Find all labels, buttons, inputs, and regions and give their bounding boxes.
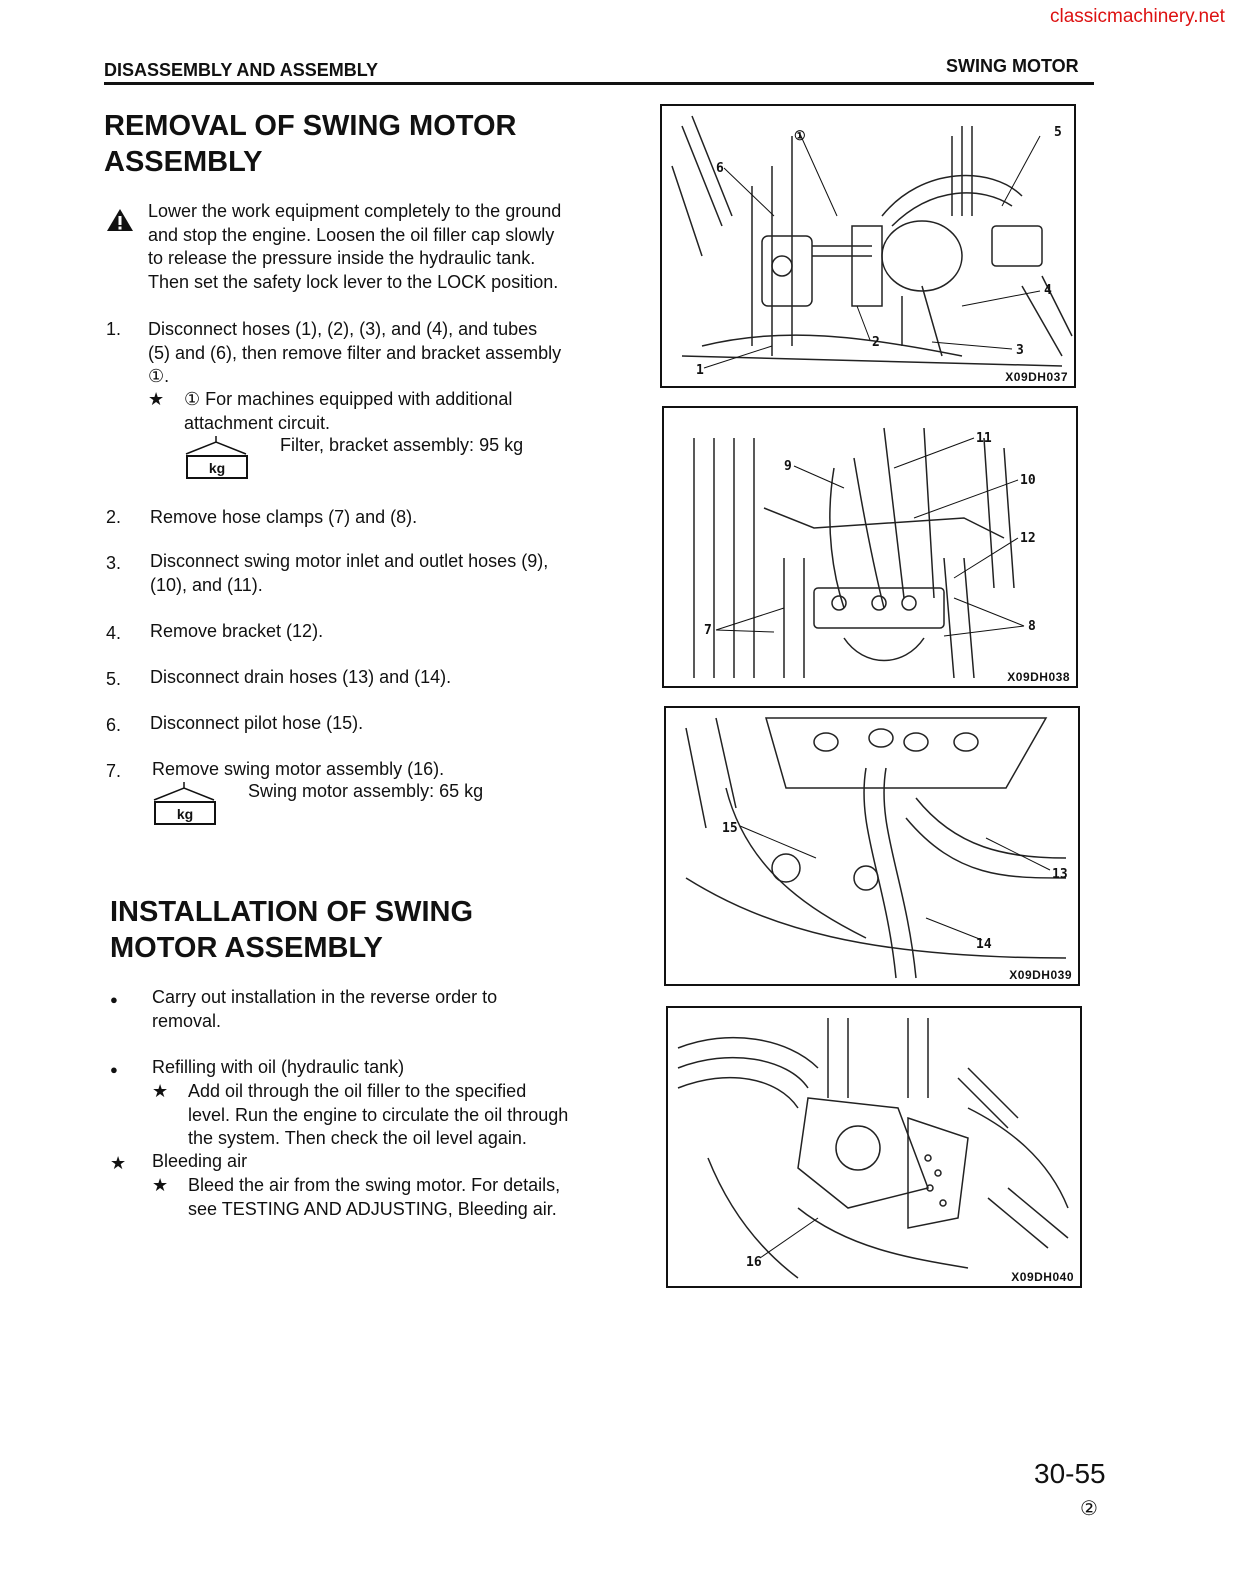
kg-label: kg [209, 460, 225, 476]
figure-1-drawing: ① 5 6 4 2 3 1 [671, 115, 1073, 378]
step-7-weight: Swing motor assembly: 65 kg [248, 781, 484, 801]
kg-label: kg [177, 806, 193, 822]
bullet-icon: ● [110, 1062, 118, 1077]
step-1-weight: Filter, bracket assembly: 95 kg [280, 435, 524, 455]
figure-1-callout: 3 [1016, 343, 1024, 358]
step-3-text: Disconnect swing motor inlet and outlet … [150, 550, 548, 597]
figure-1-callout: ① [794, 129, 806, 144]
step-number: 2. [106, 507, 122, 527]
step-line: ①. [148, 366, 170, 386]
step-number: 4. [106, 623, 122, 643]
warning-line: Then set the safety lock lever to the LO… [148, 271, 559, 292]
figure-4-drawing: 16 [677, 1018, 1069, 1279]
figure-1-callout: 1 [696, 363, 704, 378]
note-line: Add oil through the oil filler to the sp… [188, 1081, 527, 1101]
step-number: 1. [106, 319, 122, 339]
step-number: 5. [106, 669, 122, 689]
warning-icon [107, 209, 133, 231]
figure-3-code: X09DH039 [1009, 968, 1072, 982]
figure-3-callout: 13 [1052, 867, 1068, 882]
figure-3-callout: 14 [976, 937, 992, 952]
header-rule [104, 82, 1094, 85]
step-5-text: Disconnect drain hoses (13) and (14). [150, 667, 452, 687]
figure-2-callout: 8 [1028, 619, 1036, 634]
installation-title-line2: MOTOR ASSEMBLY [110, 932, 383, 964]
install-item-1: Carry out installation in the reverse or… [152, 986, 497, 1033]
note-line: see TESTING AND ADJUSTING, Bleeding air. [188, 1198, 557, 1219]
install-bleed-note: Bleed the air from the swing motor. For … [188, 1174, 560, 1221]
bullet-icon: ● [110, 992, 118, 1007]
warning-text: Lower the work equipment completely to t… [148, 200, 561, 294]
figure-2-callout: 12 [1020, 531, 1036, 546]
figure-3-callout: 15 [722, 821, 738, 836]
figure-filter-bracket: ① 5 6 4 2 3 1 X09DH037 [660, 104, 1076, 388]
warning-line: Lower the work equipment completely to t… [148, 201, 562, 221]
step-line: Disconnect hoses (1), (2), (3), and (4),… [148, 319, 538, 339]
installation-title-line1: INSTALLATION OF SWING [110, 896, 473, 928]
figure-2-code: X09DH038 [1007, 670, 1070, 684]
figure-4-code: X09DH040 [1011, 1270, 1074, 1284]
warning-line: and stop the engine. Loosen the oil fill… [148, 224, 555, 245]
note-line: Bleed the air from the swing motor. For … [188, 1175, 561, 1195]
step-4-text: Remove bracket (12). [150, 621, 324, 641]
figure-swing-motor-assembly: 16 X09DH040 [666, 1006, 1082, 1288]
revision-mark: ② [1080, 1498, 1098, 1520]
step-2-text: Remove hose clamps (7) and (8). [150, 507, 418, 527]
figure-2-callout: 10 [1020, 473, 1036, 488]
figure-drain-pilot-hoses: 15 13 14 X09DH039 [664, 706, 1080, 986]
star-icon: ★ [152, 1081, 169, 1101]
install-item-2: Refilling with oil (hydraulic tank) [152, 1057, 405, 1077]
watermark-text: classicmachinery.net [1050, 6, 1225, 27]
figure-1-code: X09DH037 [1005, 370, 1068, 384]
note-line: attachment circuit. [184, 412, 331, 433]
step-number: 6. [106, 715, 122, 735]
step-line: (10), and (11). [150, 574, 263, 595]
note-line: level. Run the engine to circulate the o… [188, 1104, 569, 1125]
header-chapter-title: SWING MOTOR [946, 56, 1079, 76]
figure-2-callout: 7 [704, 623, 712, 638]
step-line: (5) and (6), then remove filter and brac… [148, 342, 562, 363]
figure-swing-hoses: 11 9 10 12 7 8 X09DH038 [662, 406, 1078, 688]
step-6-text: Disconnect pilot hose (15). [150, 713, 364, 733]
note-line: ① For machines equipped with additional [184, 389, 513, 409]
header-section-title: DISASSEMBLY AND ASSEMBLY [104, 60, 379, 80]
figure-1-callout: 5 [1054, 125, 1062, 140]
figure-1-callout: 6 [716, 161, 724, 176]
step-1-note: ① For machines equipped with additional … [184, 388, 512, 435]
item-line: removal. [152, 1010, 222, 1031]
removal-title-line1: REMOVAL OF SWING MOTOR [104, 110, 517, 142]
star-icon: ★ [110, 1153, 127, 1173]
page-number: 30-55 [1034, 1458, 1106, 1489]
removal-title-line2: ASSEMBLY [104, 146, 263, 178]
figure-1-callout: 2 [872, 335, 880, 350]
figure-2-drawing: 11 9 10 12 7 8 [693, 427, 1036, 679]
figure-1-callout: 4 [1044, 283, 1052, 298]
figure-3-drawing: 15 13 14 [685, 717, 1068, 979]
removal-title: REMOVAL OF SWING MOTOR ASSEMBLY [104, 108, 516, 180]
install-refill-note: Add oil through the oil filler to the sp… [188, 1080, 568, 1151]
installation-title: INSTALLATION OF SWING MOTOR ASSEMBLY [110, 894, 473, 966]
item-line: Carry out installation in the reverse or… [152, 987, 498, 1007]
weight-kg-icon: kg [185, 436, 248, 479]
note-line: the system. Then check the oil level aga… [188, 1128, 527, 1148]
star-icon: ★ [152, 1175, 169, 1195]
figure-2-callout: 9 [784, 459, 792, 474]
figure-2-callout: 11 [976, 431, 992, 446]
figure-4-callout: 16 [746, 1255, 762, 1270]
step-number: 3. [106, 553, 122, 573]
weight-kg-icon: kg [153, 782, 216, 825]
install-item-3: Bleeding air [152, 1151, 248, 1171]
step-line: Disconnect swing motor inlet and outlet … [150, 551, 549, 571]
step-7-text: Remove swing motor assembly (16). [152, 759, 445, 779]
step-number: 7. [106, 761, 122, 781]
star-icon: ★ [148, 389, 165, 409]
warning-line: to release the pressure inside the hydra… [148, 248, 536, 268]
step-1-text: Disconnect hoses (1), (2), (3), and (4),… [148, 318, 561, 389]
